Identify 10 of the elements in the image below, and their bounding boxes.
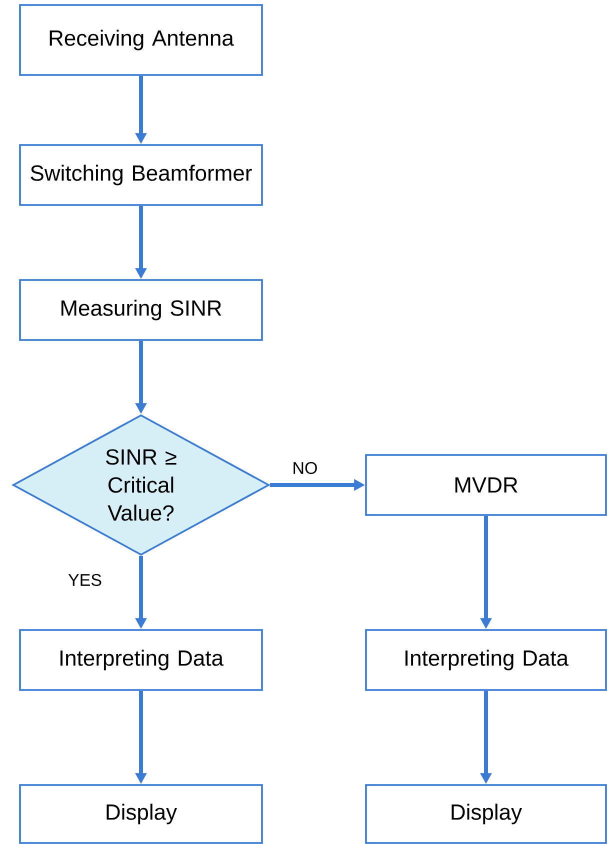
process-box: Display: [19, 784, 263, 844]
edge-label: NO: [291, 460, 319, 475]
process-box: Measuring SINR: [19, 279, 263, 341]
process-box: Switching Beamformer: [19, 144, 263, 206]
process-box: Display: [365, 784, 607, 844]
process-box: Interpreting Data: [365, 629, 607, 691]
process-box: Receiving Antenna: [19, 4, 263, 76]
process-box: MVDR: [365, 454, 607, 516]
process-box: Interpreting Data: [19, 629, 263, 691]
edge-label: YES: [67, 572, 103, 587]
